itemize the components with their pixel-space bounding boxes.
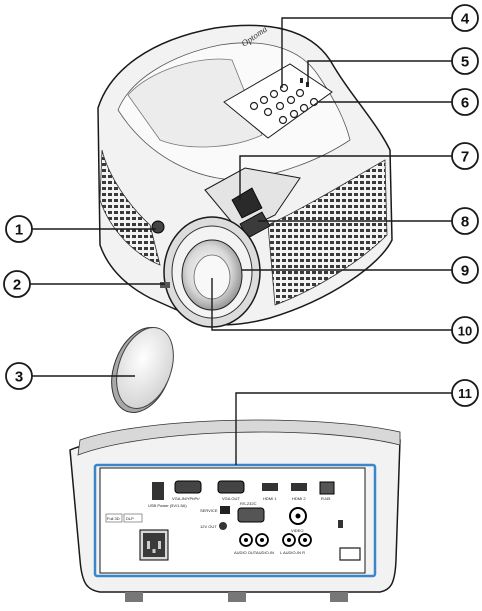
callout-5: 5: [451, 47, 479, 75]
callout-9: 9: [451, 256, 479, 284]
callout-3: 3: [5, 362, 33, 390]
full-3d-badge: Full 3D: [107, 516, 120, 521]
dlp-badge: DLP: [126, 516, 134, 521]
callout-7: 7: [451, 142, 479, 170]
vga-in-port[interactable]: [174, 480, 202, 494]
rj45-label: RJ45: [321, 496, 331, 501]
ir-receiver: [151, 220, 165, 234]
callout-4: 4: [451, 4, 479, 32]
service-port[interactable]: [220, 506, 230, 514]
side-vent-right: [267, 159, 388, 306]
vga-out-port[interactable]: [217, 480, 245, 494]
svg-text:8: 8: [461, 214, 469, 231]
hdmi1-port[interactable]: [262, 483, 278, 491]
callout-11: 11: [451, 379, 479, 407]
control-keypad[interactable]: [223, 63, 333, 139]
svg-text:3: 3: [15, 369, 23, 386]
audio-in-lr-label: L AUDIO-IN R: [280, 550, 305, 555]
audio-out-label: AUDIO OUT: [234, 550, 257, 555]
vga-in-label: VGA-IN/YPbPr/: [172, 496, 200, 501]
callout-2: 2: [3, 270, 31, 298]
svg-text:10: 10: [458, 324, 472, 339]
tilt-foot: [160, 282, 170, 288]
rj45-port[interactable]: [319, 481, 335, 495]
vga-out-label: VGA OUT: [222, 496, 240, 501]
12v-out-port[interactable]: [219, 522, 227, 530]
hdmi2-port[interactable]: [291, 483, 307, 491]
svg-text:4: 4: [461, 11, 470, 28]
projector-rear-view: Full 3D DLP USB Power (5V/1.5A) VGA-IN/Y…: [69, 419, 401, 602]
side-vent-left: [99, 149, 161, 266]
callout-1: 1: [5, 215, 33, 243]
hdmi2-label: HDMI 2: [292, 496, 306, 501]
rs232-port[interactable]: [237, 507, 265, 523]
svg-text:1: 1: [15, 222, 23, 239]
service-label: SERVICE: [200, 508, 218, 513]
callout-6: 6: [451, 88, 479, 116]
video-label: VIDEO: [291, 528, 303, 533]
ac-power-inlet[interactable]: [139, 529, 169, 561]
svg-text:9: 9: [461, 263, 469, 280]
svg-text:6: 6: [461, 95, 469, 112]
svg-text:5: 5: [461, 54, 469, 71]
callout-10: 10: [451, 316, 479, 344]
kensington-lock: [338, 520, 343, 528]
leader-lines: [30, 17, 452, 465]
callout-labels: 1 2 3 4 5 6 7 8: [3, 4, 479, 407]
svg-text:7: 7: [461, 149, 469, 166]
cable-clip: [339, 547, 361, 561]
usb-label: USB Power (5V/1.5A): [148, 503, 187, 508]
usb-port[interactable]: [152, 482, 164, 500]
projector-front-view: Optoma: [97, 24, 393, 328]
svg-text:11: 11: [458, 386, 472, 401]
lens-cap: [111, 327, 174, 413]
audio-in-label: AUDIO-IN: [256, 550, 274, 555]
svg-text:2: 2: [13, 277, 21, 294]
hdmi1-label: HDMI 1: [263, 496, 277, 501]
rs232-label: RS-232C: [240, 501, 257, 506]
callout-8: 8: [451, 207, 479, 235]
io-panel-highlight: [93, 463, 377, 578]
12v-out-label: 12V OUT: [200, 524, 217, 529]
